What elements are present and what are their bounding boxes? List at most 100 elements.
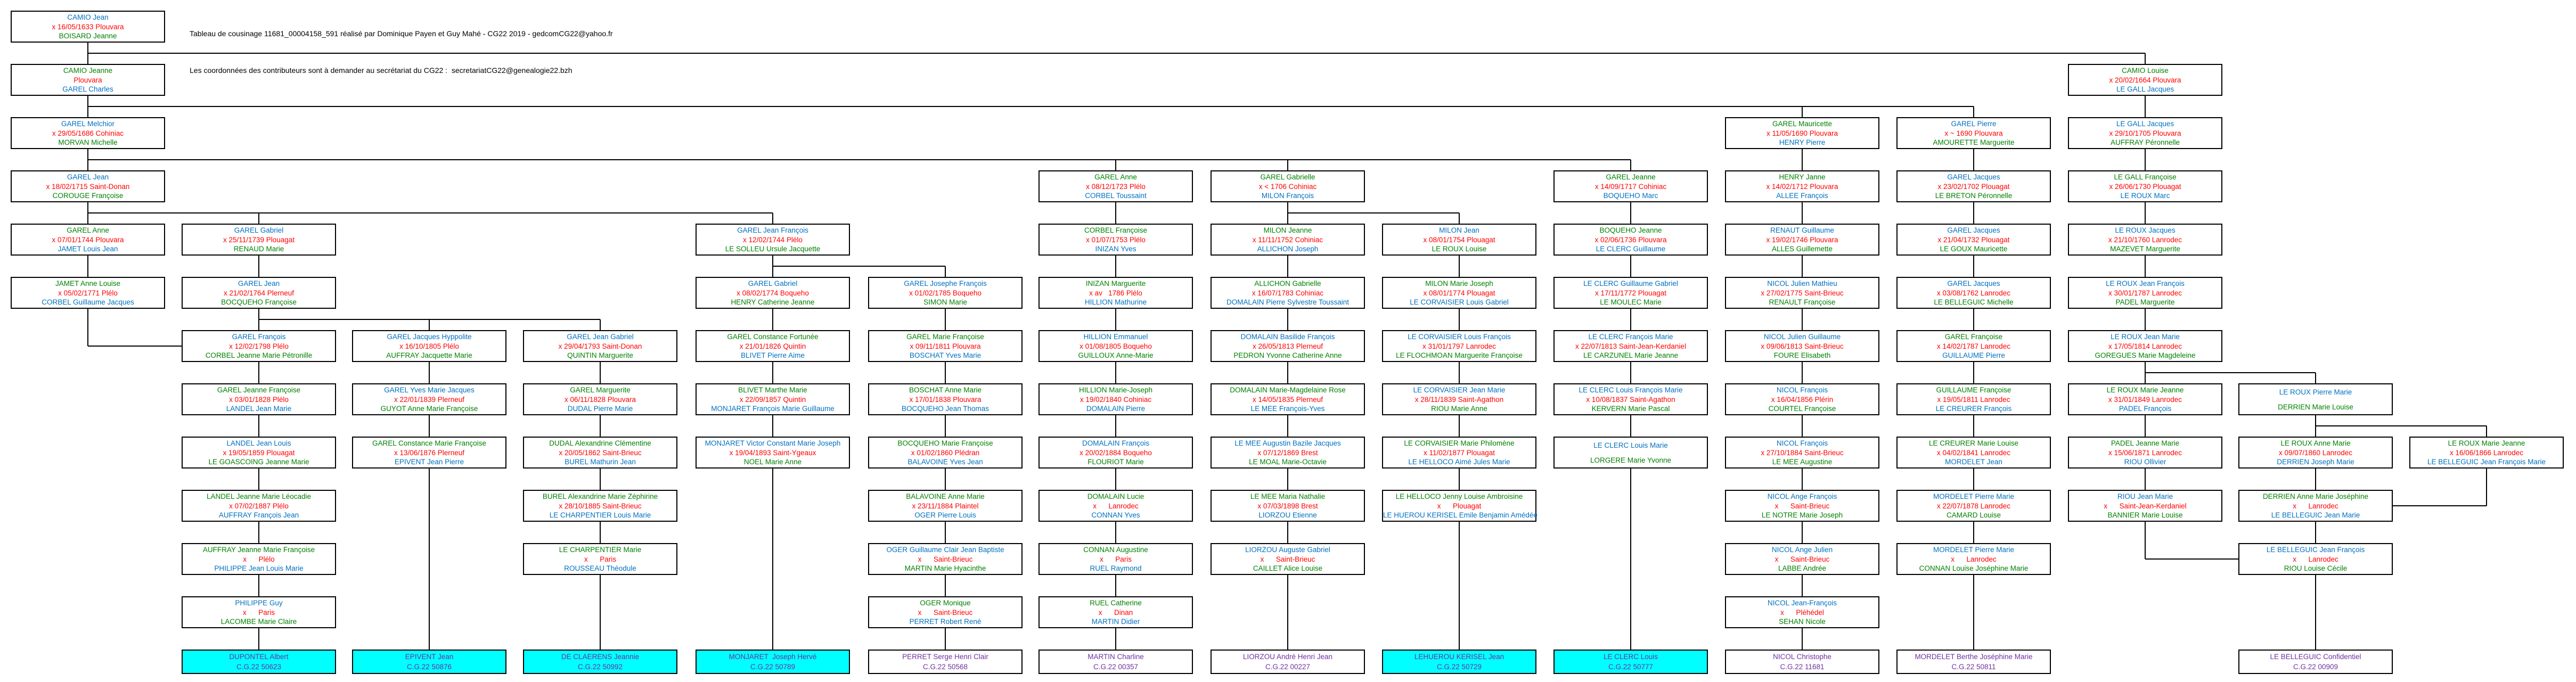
person-name: NICOL Julien Guillaume [1763,332,1841,341]
contributor-ref: C.G.22 50811 [1951,663,1996,671]
spouse-name: EPIVENT Jean Pierre [394,458,464,466]
person-box: LE ROUX Marie Jeanne x 31/01/1849 Lanrod… [2068,383,2222,415]
person-box: GAREL Constance Fortunée x 21/01/1826 Qu… [696,330,850,362]
person-box: LE CORVAISIER Marie Philomène x 11/02/18… [1382,437,1536,469]
person-name: INIZAN Marguerite [1085,279,1146,287]
spouse-name: GAREL Charles [62,85,113,94]
person-name: LE CLERC Louis Marie [1593,441,1668,449]
person-name: LE GALL Françoise [2114,172,2177,181]
contributor-name: MORDELET Berthe Joséphine Marie [1915,653,2033,661]
person-name: MORDELET Pierre Marie [1933,545,2015,554]
spouse-name: MARTIN Didier [1091,618,1140,626]
spouse-name: AMOURETTE Marguerite [1933,138,2015,147]
person-name: LE CORVAISIER Jean Marie [1413,385,1506,394]
marriage-info: x 17/11/1772 Plouagat [1594,289,1667,297]
person-box: LANDEL Jeanne Marie Léocadie x 07/02/188… [182,490,336,522]
spouse-name: LE GOUX Mauricette [1940,245,2008,253]
person-name: GAREL Marguerite [570,385,631,394]
person-name: NICOL Julien Mathieu [1767,279,1837,287]
contributor-name: MARTIN Charline [1087,653,1144,661]
person-name: LE ROUX Marie Jeanne [2106,385,2184,394]
marriage-info: x 01/08/1805 Boqueho [1080,342,1152,350]
marriage-info: x Pléhédel [1780,608,1824,617]
marriage-info: x 27/02/1775 Saint-Brieuc [1761,289,1844,297]
person-box: GAREL Jean x 18/02/1715 Saint-Donan CORO… [11,170,165,202]
spouse-name: INIZAN Yves [1095,245,1136,253]
person-box: NICOL Julien Guillaume x 09/06/1813 Sain… [1725,330,1879,362]
spouse-name: AUFFRAY Jacquette Marie [386,351,472,360]
marriage-info: x 10/08/1837 Saint-Agathon [1586,395,1675,404]
person-box: CAMIO Louise x 20/02/1664 Plouvara LE GA… [2068,64,2222,96]
person-box: HILLION Emmanuel x 01/08/1805 Boqueho GU… [1038,330,1193,362]
spouse-name: LE CARZUNEL Marie Jeanne [1583,351,1679,360]
person-box: GAREL Jean x 21/02/1764 Plerneuf BOCQUEH… [182,277,336,309]
person-name: GAREL Jean [67,172,109,181]
spouse-name: LE CLERC Guillaume [1596,245,1666,253]
spouse-name: CAILLET Alice Louise [1253,564,1323,573]
person-name: MORDELET Pierre Marie [1933,492,2015,500]
person-box: RIOU Jean Marie x Saint-Jean-Kerdaniel B… [2068,490,2222,522]
spouse-name: RENAULT Françoise [1769,298,1836,307]
marriage-info: x 27/10/1884 Saint-Brieuc [1761,448,1844,457]
person-box: GAREL Josephe François x 01/02/1785 Boqu… [868,277,1023,309]
contributor-ref: C.G.22 50623 [236,663,282,671]
marriage-info: x 01/02/1860 Plédran [911,448,980,457]
marriage-info: x 16/05/1633 Plouvara [52,22,124,31]
person-name: GAREL Jean François [737,226,808,234]
marriage-info: x 14/02/1712 Plouvara [1766,182,1838,191]
marriage-info: x 07/03/1898 Brest [1257,502,1318,510]
person-name: CAMIO Louise [2122,66,2169,75]
marriage-info: x 19/05/1859 Plouagat [223,448,295,457]
marriage-info: x 14/05/1835 Plerneuf [1252,395,1323,404]
person-box: HILLION Marie-Joseph x 19/02/1840 Cohini… [1038,383,1193,415]
person-name: LE HELLOCO Jenny Louise Ambroisine [1395,492,1523,500]
marriage-info: x 31/01/1797 Lanrodec [1422,342,1496,350]
spouse-name: LANDEL Jean Marie [226,405,292,413]
contributor-name: LE CLERC Louis [1603,653,1658,661]
person-box: NICOL François x 27/10/1884 Saint-Brieuc… [1725,437,1879,469]
marriage-info: x Saint-Brieuc [1260,555,1315,563]
person-name: MILON Marie Joseph [1425,279,1493,287]
person-box: LE GALL Jacques x 29/10/1705 Plouvara AU… [2068,117,2222,149]
marriage-info: x Plélo [243,555,275,563]
person-name: OGER Monique [920,598,971,607]
marriage-info: x 19/02/1746 Plouvara [1766,235,1838,244]
person-name: GUILLAUME Françoise [1936,385,2011,394]
person-box: NICOL François x 16/04/1856 Plérin COURT… [1725,383,1879,415]
person-box: GAREL Jacques x 03/08/1762 Lanrodec LE B… [1896,277,2051,309]
person-name: DOMALAIN Marie-Magdelaine Rose [1230,385,1346,394]
person-box: GAREL François x 12/02/1798 Plélo CORBEL… [182,330,336,362]
person-box: DOMALAIN Basilide François x 26/05/1813 … [1211,330,1365,362]
spouse-name: LE HUEROU KERISEL Emile Benjamin Amédée [1383,511,1538,520]
person-name: DOMALAIN Basilide François [1240,332,1335,341]
person-box: LE CLERC Louis Marie LORGERE Marie Yvonn… [1553,437,1708,469]
person-name: LE ROUX Pierre Marie [2279,388,2352,396]
person-name: GAREL Constance Fortunée [727,332,819,341]
person-box: CAMIO Jean x 16/05/1633 Plouvara BOISARD… [11,11,165,43]
chart-title: Tableau de cousinage 11681_00004158_591 … [190,3,613,101]
spouse-name: BOQUEHO Marc [1603,192,1658,200]
spouse-name: LACOMBE Marie Claire [220,618,297,626]
marriage-info: x Saint-Jean-Kerdaniel [2104,502,2187,510]
person-name: GAREL Marie Françoise [906,332,984,341]
person-name: GAREL Gabriel [748,279,798,287]
marriage-info: x 04/02/1841 Lanrodec [1936,448,2011,457]
person-name: GAREL Jacques [1947,279,2000,287]
person-box: DOMALAIN François x 20/02/1884 Boqueho F… [1038,437,1193,469]
person-name: HILLION Emmanuel [1083,332,1148,341]
marriage-info: x Paris [584,555,616,563]
person-box: LE ROUX Jean François x 30/01/1787 Lanro… [2068,277,2222,309]
contributor-ref: C.G.22 50777 [1608,663,1654,671]
spouse-name: LE ROUX Louise [1432,245,1487,253]
marriage-info: x 22/07/1878 Lanrodec [1936,502,2011,510]
spouse-name: BOSCHAT Yves Marie [909,351,982,360]
person-box: LE CLERC Louis François Marie x 10/08/18… [1553,383,1708,415]
spouse-name: OGER Pierre Louis [914,511,976,520]
person-name: LE MEE Maria Nathalie [1250,492,1326,500]
marriage-info: x 21/01/1826 Quintin [739,342,806,350]
person-name: MONJARET Victor Constant Marie Joseph [705,439,841,447]
marriage-info: x 09/07/1860 Lanrodec [2278,448,2353,457]
person-name: LE ROUX Jean Marie [2111,332,2180,341]
marriage-info: x 14/02/1787 Lanrodec [1936,342,2011,350]
person-box: OGER Guillaume Clair Jean Baptiste x Sai… [868,543,1023,575]
